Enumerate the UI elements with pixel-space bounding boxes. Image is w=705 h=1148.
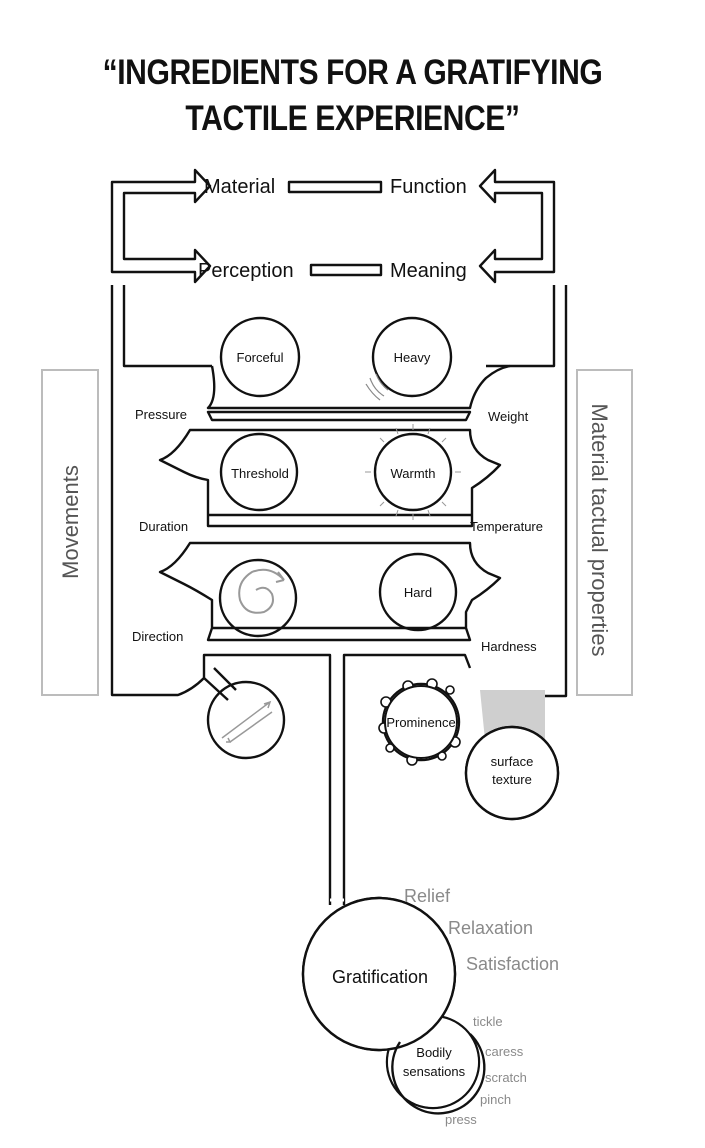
bodily-label-2: sensations (403, 1064, 466, 1079)
movement-tail (203, 667, 237, 701)
temperature-label: Temperature (470, 519, 543, 534)
warmth-label: Warmth (390, 466, 435, 481)
warmth-circle (373, 432, 453, 512)
perception-label: Perception (198, 260, 294, 282)
swipe-arrows-icon (221, 700, 273, 743)
prominence-circle (381, 682, 461, 762)
band-pressure-weight (206, 364, 511, 422)
hardness-label: Hardness (481, 639, 537, 654)
function-label: Function (390, 176, 467, 198)
material-properties-label: Material tactual properties (587, 403, 612, 656)
hard-label: Hard (404, 585, 432, 600)
spiral-arrow-icon (275, 571, 285, 583)
warmth-rays-icon (365, 424, 461, 520)
prominence-label: Prominence (386, 715, 455, 730)
main-frame (110, 285, 568, 905)
right-loop-arrows (478, 168, 556, 284)
sensation-pinch: pinch (480, 1092, 511, 1107)
material-label: Material (204, 176, 275, 198)
heavy-circle (371, 316, 453, 398)
threshold-circle (219, 432, 299, 512)
weight-label: Weight (488, 409, 529, 424)
outcome-relief: Relief (404, 886, 451, 906)
band-duration-temperature (158, 428, 502, 528)
gratification-label: Gratification (332, 967, 428, 987)
sensation-scratch: scratch (485, 1070, 527, 1085)
direction-label: Direction (132, 629, 183, 644)
sensation-press: press (445, 1112, 477, 1127)
outcome-relaxation: Relaxation (448, 918, 533, 938)
surface-texture-label-2: texture (492, 772, 532, 787)
title-line-2: TACTILE EXPERIENCE” (185, 99, 520, 138)
outcome-satisfaction: Satisfaction (466, 954, 559, 974)
hard-circle (378, 552, 458, 632)
material-properties-box (576, 369, 633, 696)
title-line-1: “INGREDIENTS FOR A GRATIFYING (102, 53, 603, 92)
left-loop-arrows (110, 168, 212, 284)
perception-meaning-bar (309, 263, 383, 277)
threshold-label: Threshold (231, 466, 289, 481)
bodily-label-1: Bodily (416, 1045, 452, 1060)
material-function-bar (287, 180, 383, 194)
surface-texture-label-1: surface (491, 754, 534, 769)
forceful-label: Forceful (237, 350, 284, 365)
movements-label: Movements (58, 465, 83, 579)
heavy-label: Heavy (394, 350, 431, 365)
movement-circle (206, 680, 286, 760)
page-title: “INGREDIENTS FOR A GRATIFYING TACTILE EX… (49, 50, 655, 142)
band-direction-hardness (158, 541, 502, 642)
sensation-caress: caress (485, 1044, 524, 1059)
heavy-vibration-icon (365, 373, 389, 401)
movements-box (41, 369, 99, 696)
spiral-icon (238, 568, 285, 614)
meaning-label: Meaning (390, 260, 467, 282)
sensation-tickle: tickle (473, 1014, 503, 1029)
direction-circle (218, 558, 298, 638)
forceful-circle (219, 316, 301, 398)
pressure-label: Pressure (135, 407, 187, 422)
duration-label: Duration (139, 519, 188, 534)
